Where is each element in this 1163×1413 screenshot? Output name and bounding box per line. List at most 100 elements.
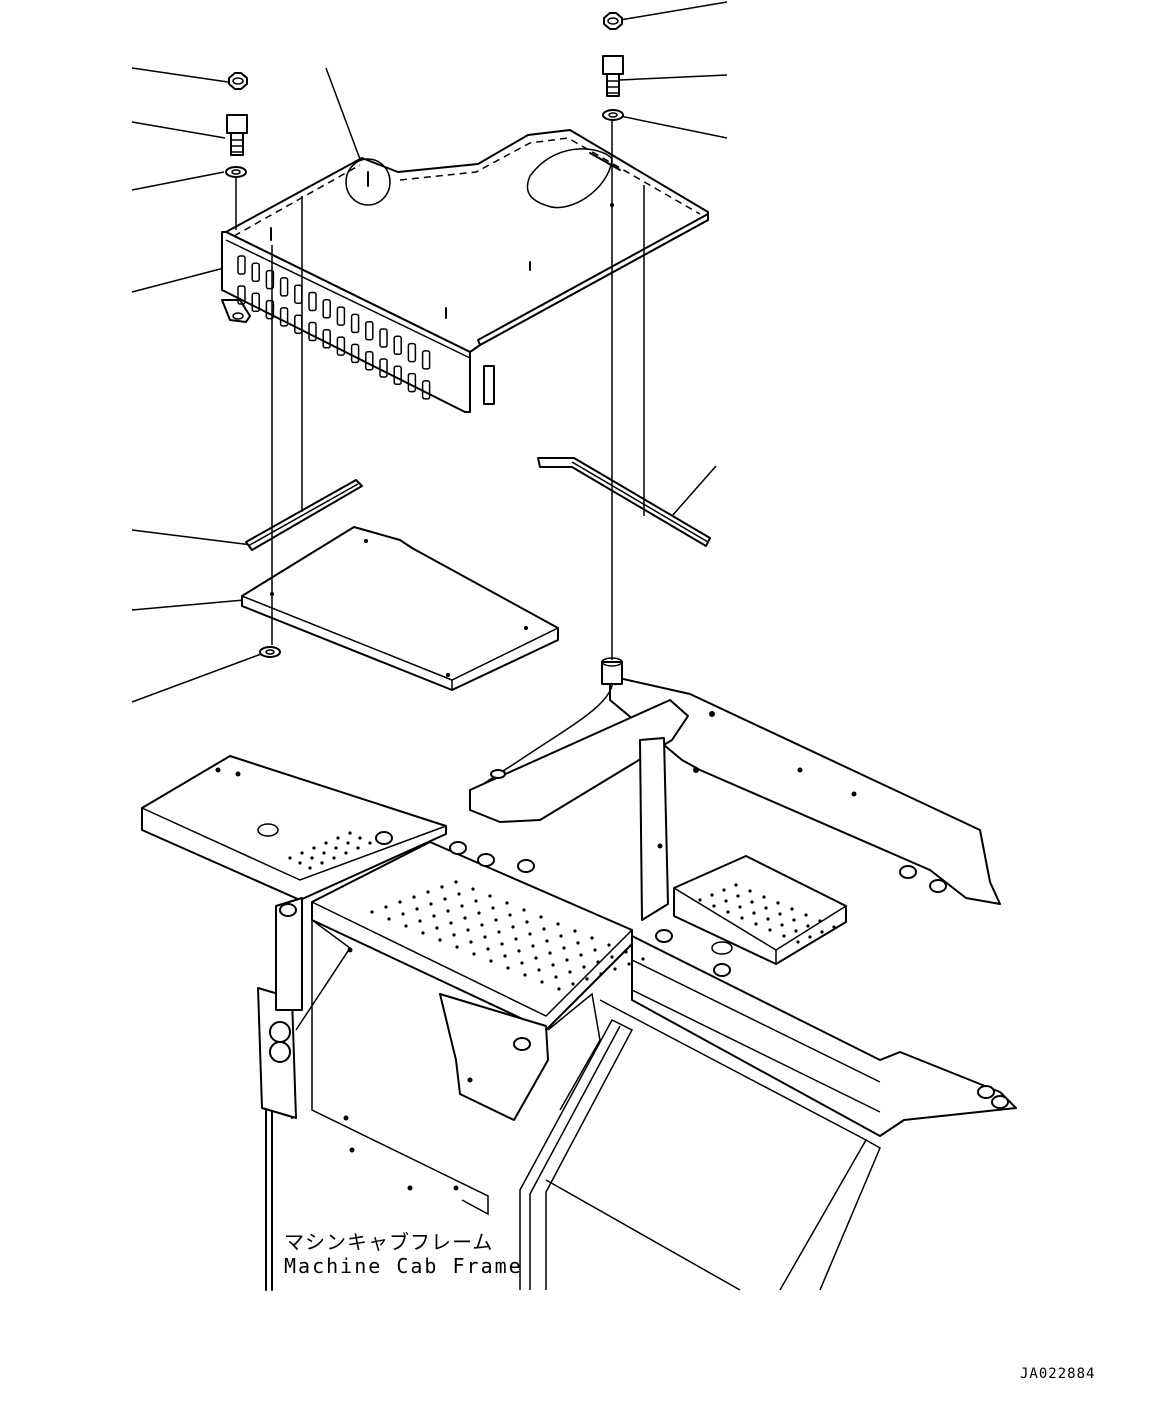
perforation-hole: [477, 911, 481, 915]
perforation-hole: [356, 846, 360, 850]
perforation-hole: [418, 919, 422, 923]
frame-label-english: Machine Cab Frame: [284, 1254, 523, 1278]
perforation-hole: [818, 919, 822, 923]
perforation-hole: [368, 841, 372, 845]
perforation-hole: [579, 953, 583, 957]
alignment-lines: [235, 120, 645, 660]
perforation-hole: [460, 904, 464, 908]
perforation-hole: [778, 912, 782, 916]
perforation-hole: [474, 899, 478, 903]
perforation-hole: [308, 866, 312, 870]
perforation-hole: [426, 890, 430, 894]
perforation-hole: [722, 888, 726, 892]
perforation-hole: [494, 918, 498, 922]
perforation-hole: [525, 920, 529, 924]
perforation-hole: [738, 905, 742, 909]
vent-slot: [237, 255, 246, 275]
vent-slot: [379, 328, 388, 348]
perforation-hole: [421, 931, 425, 935]
perforation-hole: [792, 918, 796, 922]
perforation-hole: [344, 851, 348, 855]
perforation-hole: [565, 958, 569, 962]
floor-mat: [241, 526, 559, 691]
perforation-hole: [312, 846, 316, 850]
perforation-hole: [449, 921, 453, 925]
perforation-hole: [452, 933, 456, 937]
vent-slot: [393, 365, 402, 386]
perforation-hole: [523, 973, 527, 977]
vent-slot: [350, 313, 360, 334]
right-bolt: [602, 55, 624, 97]
perforation-hole: [748, 889, 752, 893]
perforation-hole: [582, 965, 586, 969]
vent-slot: [279, 307, 289, 327]
perforation-hole: [573, 929, 577, 933]
perforation-hole: [806, 924, 810, 928]
perforation-hole: [508, 913, 512, 917]
perforation-hole: [610, 955, 614, 959]
perforation-hole: [520, 961, 524, 965]
perforation-hole: [298, 861, 302, 865]
cover-panel: [221, 129, 709, 413]
perforation-hole: [384, 905, 388, 909]
perforation-hole: [322, 851, 326, 855]
perforation-hole: [310, 856, 314, 860]
perforation-hole: [726, 910, 730, 914]
perforation-hole: [300, 851, 304, 855]
perforation-hole: [511, 925, 515, 929]
vent-slot: [421, 350, 431, 370]
perforation-hole: [796, 940, 800, 944]
perforation-hole: [497, 930, 501, 934]
vent-slot: [237, 285, 246, 305]
perforation-hole: [537, 968, 541, 972]
perforation-hole: [469, 940, 473, 944]
perforation-hole: [514, 937, 518, 941]
perforation-hole: [780, 923, 784, 927]
perforation-hole: [576, 941, 580, 945]
perforation-hole: [438, 938, 442, 942]
perforation-hole: [750, 900, 754, 904]
perforation-hole: [613, 967, 617, 971]
perforation-hole: [517, 949, 521, 953]
perforation-hole: [432, 914, 436, 918]
vent-slot: [308, 291, 317, 312]
perforation-hole: [454, 880, 458, 884]
vent-slot: [322, 329, 331, 349]
perforation-hole: [545, 939, 549, 943]
left-washer: [225, 166, 247, 178]
perforation-hole: [288, 856, 292, 860]
perforation-hole: [599, 972, 603, 976]
perforation-hole: [522, 908, 526, 912]
vent-slot: [393, 335, 402, 356]
perforation-hole: [370, 910, 374, 914]
perforation-hole: [435, 926, 439, 930]
perforation-hole: [471, 887, 475, 891]
perforation-hole: [500, 942, 504, 946]
perforation-hole: [346, 841, 350, 845]
perforation-hole: [551, 963, 555, 967]
vent-slot: [251, 262, 260, 283]
perforation-hole: [320, 861, 324, 865]
perforation-hole: [764, 906, 768, 910]
perforation-hole: [548, 951, 552, 955]
perforation-hole: [332, 856, 336, 860]
perforation-hole: [762, 895, 766, 899]
vent-slot: [350, 343, 360, 364]
perforation-hole: [736, 894, 740, 898]
vent-slot: [421, 380, 431, 400]
perforation-hole: [710, 893, 714, 897]
perforation-hole: [782, 934, 786, 938]
perforation-hole: [776, 901, 780, 905]
perforation-hole: [607, 943, 611, 947]
perforation-hole: [539, 915, 543, 919]
perforation-hole: [794, 929, 798, 933]
perforation-hole: [387, 917, 391, 921]
perforation-hole: [401, 912, 405, 916]
perforation-hole: [590, 936, 594, 940]
perforation-hole: [489, 959, 493, 963]
perforation-hole: [790, 907, 794, 911]
perforation-hole: [624, 950, 628, 954]
perforation-hole: [415, 907, 419, 911]
perforation-hole: [503, 954, 507, 958]
vent-slot: [308, 321, 317, 342]
